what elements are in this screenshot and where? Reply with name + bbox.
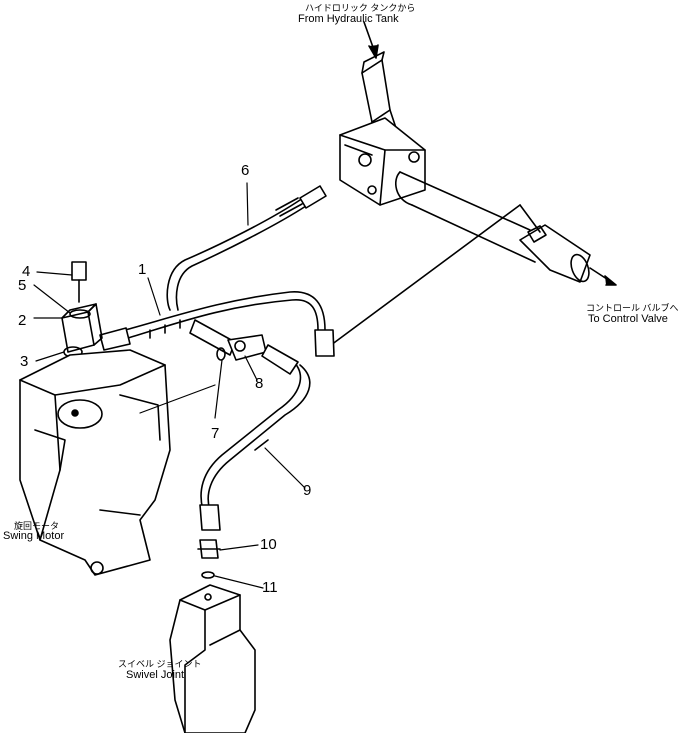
callout-2: 2 xyxy=(18,312,27,329)
to-valve-jp-label: コントロール バルブへ xyxy=(586,303,679,313)
fitting-10 xyxy=(197,539,221,559)
control-block xyxy=(339,117,426,206)
callout-11: 11 xyxy=(262,579,278,596)
callout-8: 8 xyxy=(255,375,264,392)
callout-7: 7 xyxy=(211,425,220,442)
o-ring-7 xyxy=(216,347,226,361)
washer-5 xyxy=(69,309,91,319)
hose-1 xyxy=(99,291,335,357)
swivel-joint-jp-label: スイベル ジョイント xyxy=(118,659,202,669)
callout-3: 3 xyxy=(20,353,29,370)
o-ring-11 xyxy=(201,571,215,579)
bracket-lines xyxy=(326,204,541,349)
swing-motor xyxy=(19,349,171,576)
tank-arrow xyxy=(363,21,379,59)
to-valve-en-label: To Control Valve xyxy=(588,313,668,325)
callout-4: 4 xyxy=(22,263,31,280)
main-pipe xyxy=(395,171,591,283)
swing-motor-en-label: Swing Motor xyxy=(3,530,65,542)
callout-10: 10 xyxy=(260,536,277,553)
swivel-joint-en-label: Swivel Joint xyxy=(126,669,185,681)
from-tank-en-label: From Hydraulic Tank xyxy=(298,13,399,25)
callout-5: 5 xyxy=(18,277,27,294)
connector-8 xyxy=(189,319,267,361)
swing-motor-jp-label: 旋回モータ xyxy=(14,521,60,531)
valve-arrow xyxy=(589,267,617,286)
callout-9: 9 xyxy=(303,482,312,499)
hose-6 xyxy=(166,185,327,311)
bolt-4 xyxy=(71,261,87,303)
callout-1: 1 xyxy=(138,261,147,278)
hose-9 xyxy=(199,344,311,531)
callout-6: 6 xyxy=(241,162,250,179)
block-2 xyxy=(61,303,103,353)
swivel-joint xyxy=(169,584,256,733)
from-tank-jp-label: ハイドロリック タンクから xyxy=(305,3,416,13)
leader-lines xyxy=(33,182,306,589)
